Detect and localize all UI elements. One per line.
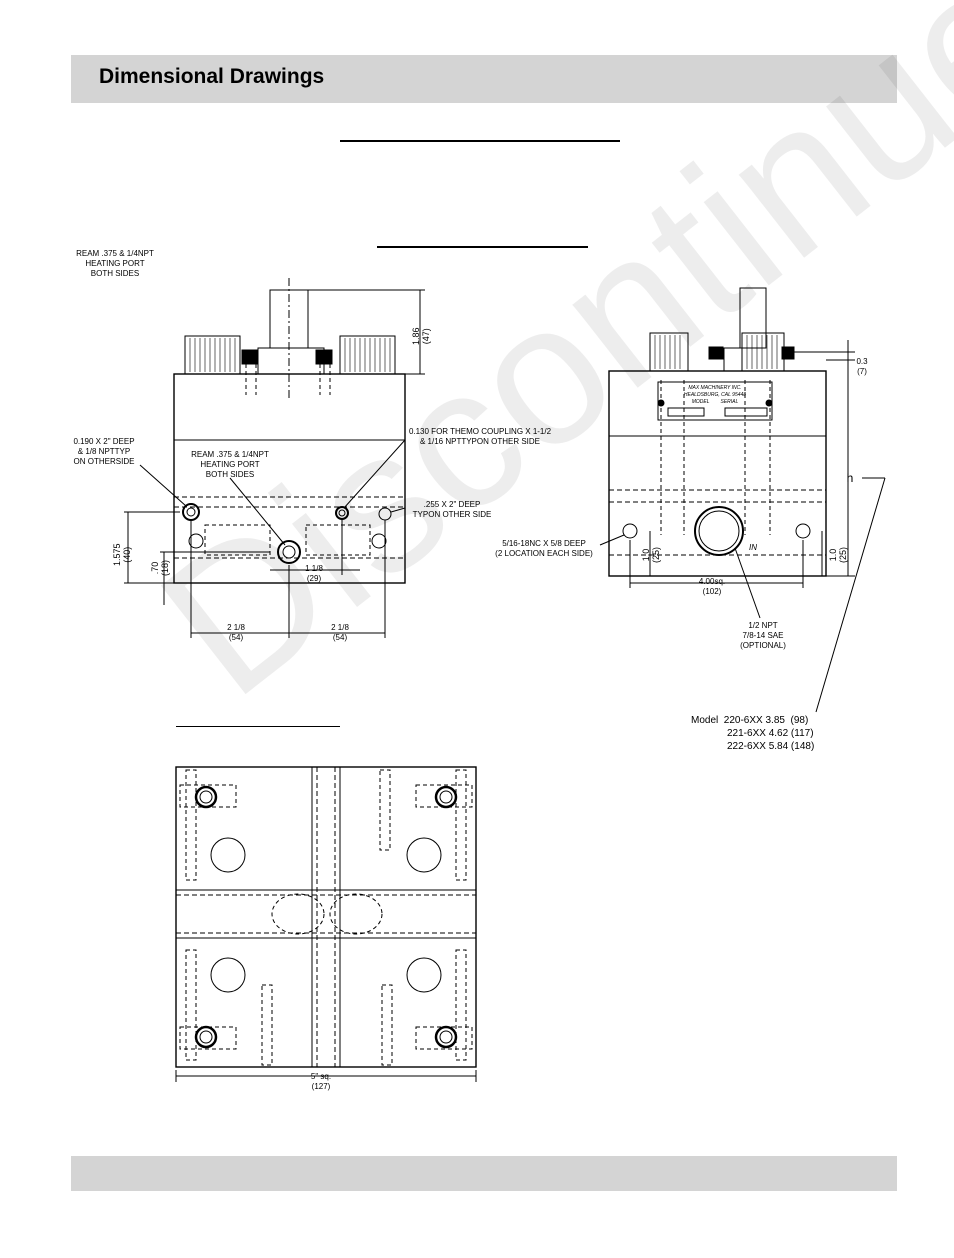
dim-0-3-label: 0.3 (7) <box>856 357 868 376</box>
footer-bar <box>71 1156 897 1191</box>
thermo-coupling-label: 0.130 FOR THEMO COUPLING X 1-1/2 & 1/16 … <box>408 427 552 446</box>
npt-label: 1/2 NPT 7/8-14 SAE (OPTIONAL) <box>740 621 786 650</box>
front-view-drawing <box>124 278 425 638</box>
model-line-2: 221-6XX 4.62 (117) <box>727 728 814 739</box>
deep-255-label: .255 X 2" DEEP TYPON OTHER SIDE <box>412 500 492 519</box>
h-label: h <box>846 471 854 485</box>
in-port-label: IN <box>749 543 757 552</box>
side-view-drawing <box>599 287 886 713</box>
dim-1-86-label: 1.86 (47) <box>411 327 431 345</box>
page-title: Dimensional Drawings <box>99 65 325 88</box>
model-line-1: Model 220-6XX 3.85 (98) <box>691 715 809 726</box>
deep-190-label: 0.190 X 2" DEEP & 1/8 NPTTYP ON OTHERSID… <box>73 437 135 466</box>
top-view-drawing <box>175 766 477 1082</box>
dim-2-1-8-left-label: 2 1/8 (54) <box>227 623 245 642</box>
ream-top-label: REAM .375 & 1/4NPT HEATING PORT BOTH SID… <box>76 249 154 278</box>
header-bar: Dimensional Drawings <box>71 55 897 103</box>
dim-4-00-label: 4.00sq. (102) <box>698 577 726 596</box>
tap-label: 5/16-18NC X 5/8 DEEP (2 LOCATION EACH SI… <box>495 539 593 558</box>
dim-1-575-label: 1.575 (40) <box>112 543 132 566</box>
dim-1-0-right-label: 1.0 (25) <box>828 546 848 563</box>
model-line-3: 222-6XX 5.84 (148) <box>727 741 815 752</box>
dim-70-label: .70 (18) <box>150 559 170 576</box>
dim-2-1-8-right-label: 2 1/8 (54) <box>331 623 349 642</box>
dim-1-1-8-label: 1 1/8 (29) <box>305 564 323 583</box>
section-rule-top <box>340 140 620 142</box>
dim-5-sq-label: 5" sq. (127) <box>310 1072 332 1091</box>
section-rule-top-view <box>176 726 340 727</box>
name-plate-text: MAX MACHINERY INC. HEALDSBURG, CAL 95448… <box>683 385 747 405</box>
dim-1-0-left-label: 1.0 (25) <box>641 546 661 563</box>
section-rule-front <box>377 246 588 248</box>
ream-mid-label: REAM .375 & 1/4NPT HEATING PORT BOTH SID… <box>191 450 269 479</box>
